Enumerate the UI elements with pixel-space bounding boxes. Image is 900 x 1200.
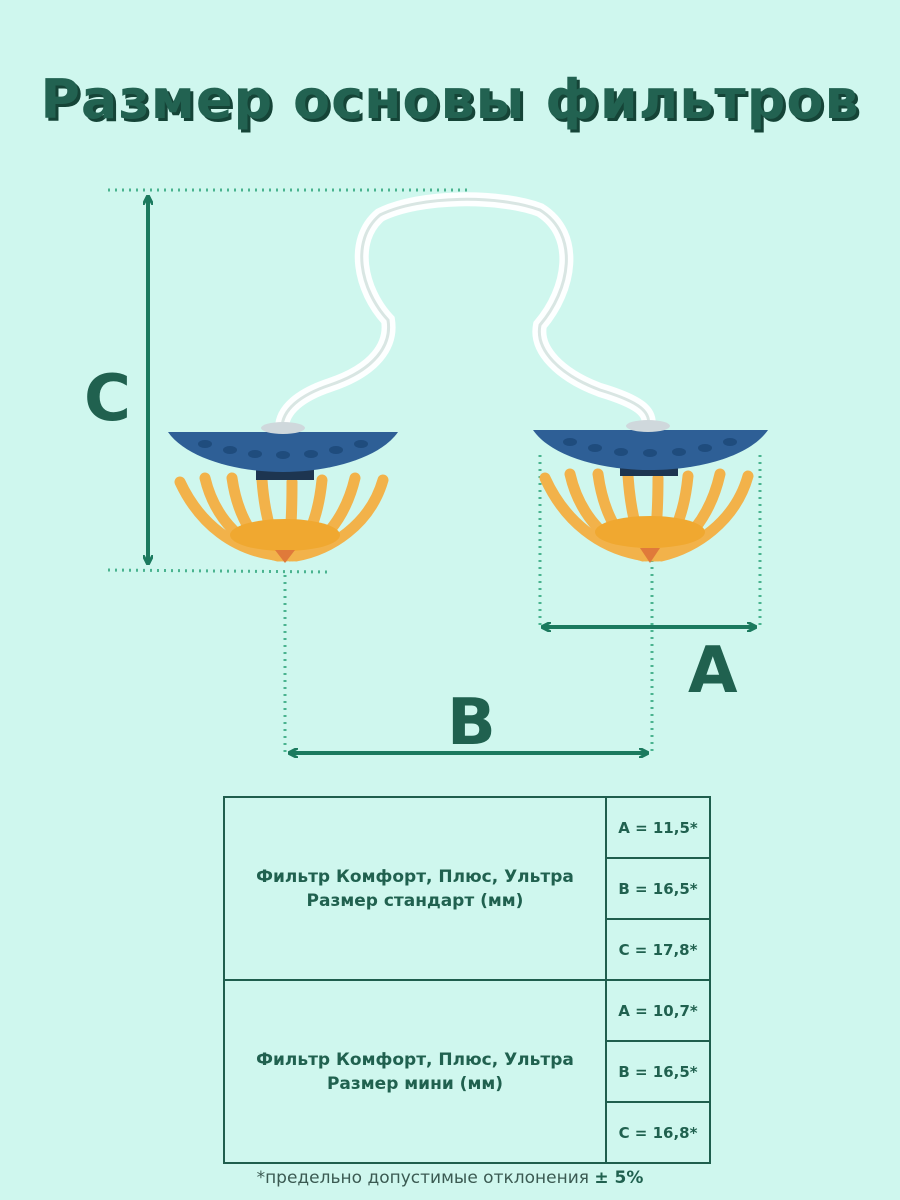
- table-row: C = 17,8*: [224, 918, 711, 981]
- table-row: B = 16,5*: [224, 1040, 711, 1103]
- group-standard-description: Фильтр Комфорт, Плюс, Ультра Размер стан…: [223, 796, 607, 981]
- guide-lines: [107, 188, 762, 752]
- footnote-tolerance: ± 5%: [594, 1168, 644, 1188]
- dimensions-table: Фильтр Комфорт, Плюс, Ультра Размер стан…: [223, 796, 711, 1164]
- table-row: Фильтр Комфорт, Плюс, Ультра Размер мини…: [223, 979, 711, 1164]
- group-mini-description: Фильтр Комфорт, Плюс, Ультра Размер мини…: [223, 979, 607, 1164]
- footnote-text: *предельно допустимые отклонения: [256, 1168, 589, 1188]
- group-standard-line2: Размер стандарт (мм): [306, 890, 524, 911]
- footnote: *предельно допустимые отклонения ± 5%: [0, 1168, 900, 1188]
- filter-dimension-diagram: [107, 188, 768, 790]
- dimension-label-c: C: [84, 362, 131, 436]
- filter-left: [168, 422, 398, 563]
- value-cell: A = 11,5*: [605, 796, 711, 859]
- table-row: Фильтр Комфорт, Плюс, Ультра Размер стан…: [223, 796, 711, 981]
- value-cell: B = 16,5*: [605, 1040, 711, 1103]
- value-cell: C = 16,8*: [605, 1101, 711, 1164]
- table-row: B = 16,5*: [224, 857, 711, 920]
- group-mini-line1: Фильтр Комфорт, Плюс, Ультра: [256, 1049, 574, 1070]
- group-standard-line1: Фильтр Комфорт, Плюс, Ультра: [256, 866, 574, 887]
- value-cell: A = 10,7*: [605, 979, 711, 1042]
- value-cell: C = 17,8*: [605, 918, 711, 981]
- filter-right: [533, 420, 768, 563]
- connector-wire: [275, 192, 656, 435]
- page-title: Размер основы фильтров: [40, 68, 860, 131]
- value-cell: B = 16,5*: [605, 857, 711, 920]
- group-mini-line2: Размер мини (мм): [326, 1073, 504, 1094]
- dimension-label-b: B: [447, 686, 496, 760]
- table-row: C = 16,8*: [224, 1101, 711, 1164]
- dimension-label-a: A: [688, 634, 738, 708]
